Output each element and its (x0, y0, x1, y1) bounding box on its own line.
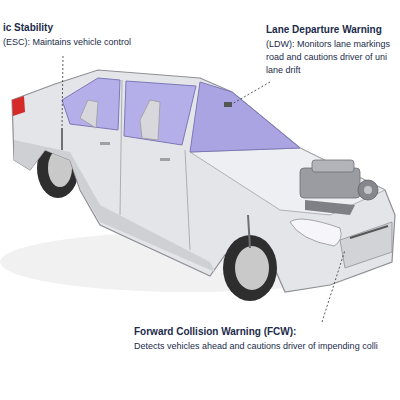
windshield (190, 82, 300, 152)
front-window (124, 81, 196, 145)
headlight (290, 219, 341, 246)
feature-description: road and cautions driver of uni (266, 52, 387, 63)
leader-line (62, 56, 63, 128)
feature-description: (ESC): Maintains vehicle control (3, 37, 131, 48)
feature-heading: ic Stability (3, 22, 53, 34)
lane-camera (224, 102, 232, 107)
suspension (62, 128, 250, 248)
engine (300, 160, 378, 215)
body-shade (14, 140, 215, 272)
door-handle (160, 158, 170, 161)
leader-line (232, 82, 270, 104)
feature-description: (LDW): Monitors lane markings (266, 39, 390, 50)
hood (190, 148, 385, 215)
seat (140, 100, 160, 140)
front-rim (235, 246, 269, 290)
rear-window (62, 78, 120, 130)
feature-heading: Forward Collision Warning (FCW): (134, 326, 296, 338)
grille (350, 226, 388, 238)
door-handle (100, 142, 110, 145)
car-body (12, 70, 395, 292)
bumper (340, 222, 392, 268)
feature-description: Detects vehicles ahead and cautions driv… (134, 341, 378, 352)
feature-heading: Lane Departure Warning (266, 24, 382, 36)
leader-line (322, 250, 345, 322)
feature-description: lane drift (266, 65, 301, 76)
seat (80, 100, 98, 128)
tail-light (12, 96, 25, 116)
door-line (120, 80, 190, 250)
